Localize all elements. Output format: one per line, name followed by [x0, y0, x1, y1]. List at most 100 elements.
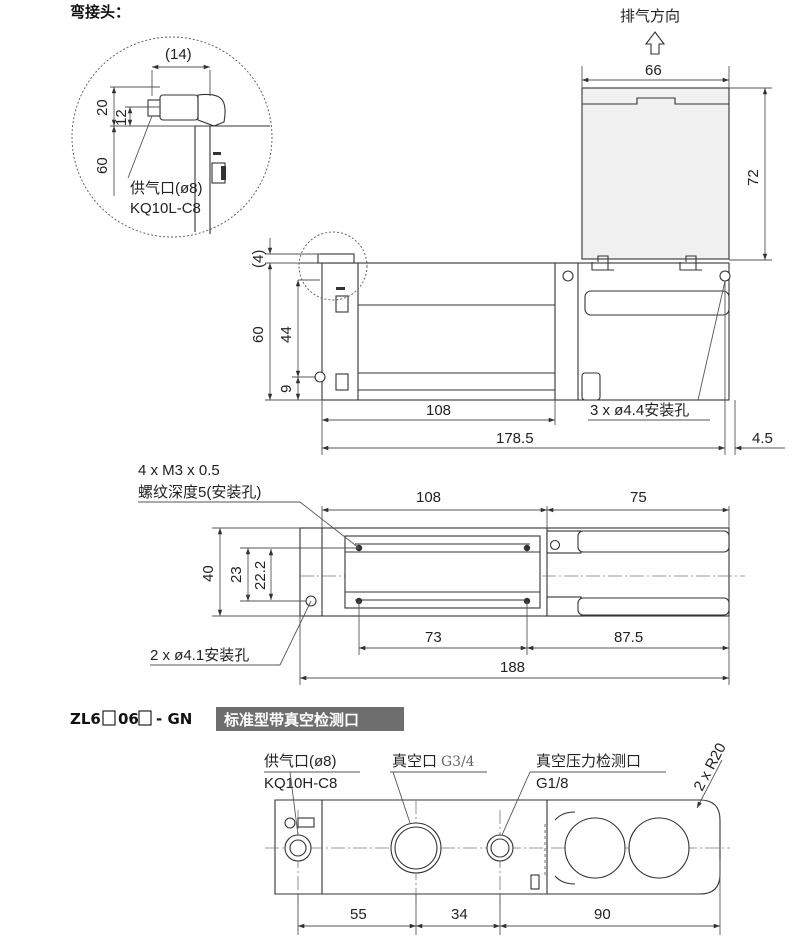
- sensor-port-code: G1/8: [536, 775, 569, 792]
- dim-188-label: 188: [500, 659, 525, 676]
- dim-108-label: 108: [426, 402, 451, 419]
- model-tag-badge: [216, 707, 404, 731]
- dim-73-label: 73: [425, 629, 442, 646]
- leader-line: [279, 600, 312, 666]
- thread-depth-label: 螺纹深度5(安装孔): [138, 484, 261, 501]
- dim-20-label: 20: [94, 99, 111, 116]
- front-supply-label: 供气口(ø8): [264, 753, 337, 770]
- vacuum-port-label: 真空口: [392, 752, 437, 770]
- dim-22-2-label: 22.2: [252, 561, 269, 590]
- thread-hole: [523, 544, 531, 552]
- dim-14-label: (14): [165, 46, 192, 63]
- vacuum-port-inner: [394, 826, 438, 870]
- top-pipe-2: [577, 597, 730, 616]
- model-code-box: [102, 710, 116, 726]
- leader-line: [127, 115, 153, 179]
- dim-178-5-label: 178.5: [496, 430, 534, 447]
- dim-12-label: 12: [113, 109, 130, 126]
- dim-90-label: 90: [594, 906, 611, 923]
- vacuum-port-code: G3/4: [441, 754, 475, 770]
- dim-66-label: 66: [645, 62, 662, 79]
- exhaust-outline-arcs: [554, 811, 576, 885]
- silencer-block: [581, 87, 730, 260]
- top-vacuum-plate: [344, 535, 541, 609]
- mount-hole: [562, 270, 574, 282]
- dim-40-label: 40: [200, 565, 217, 582]
- dim-72-label: 72: [745, 169, 762, 186]
- front-supply-code: KQ10H-C8: [264, 775, 337, 792]
- radius-leader: [696, 759, 723, 809]
- side-body-outline: [321, 262, 730, 401]
- model-code-prefix: ZL6: [70, 710, 101, 728]
- side-valve-icon: [335, 295, 349, 313]
- model-tag-text: 标准型带真空检测口: [223, 711, 359, 729]
- thread-spec-label: 4 x M3 x 0.5: [138, 462, 220, 479]
- dim-9-label: 9: [278, 385, 295, 393]
- dim-34-label: 34: [451, 906, 468, 923]
- detail-mark: [213, 152, 221, 155]
- front-mount-hole: [284, 817, 296, 829]
- side-clip-2: [679, 255, 702, 271]
- up-arrow-icon: [644, 31, 666, 55]
- dim-44-label: 44: [278, 326, 295, 343]
- fitting-code-label: KQ10L-C8: [130, 200, 201, 217]
- dim-4-5-label: 4.5: [752, 430, 773, 447]
- dim-60-label: 60: [94, 157, 111, 174]
- supply-port-label: 供气口(ø8): [130, 180, 203, 197]
- elbow-bend-shape: [197, 93, 226, 127]
- radius-label: 2 x R20: [691, 740, 730, 794]
- detail-ref-circle: [298, 231, 368, 301]
- dim-75-label: 75: [630, 489, 647, 506]
- leader-line: [289, 771, 299, 836]
- side-holes-label: 3 x ø4.4安装孔: [590, 402, 689, 419]
- dim-108-top-label: 108: [416, 489, 441, 506]
- dim-23-label: 23: [228, 566, 245, 583]
- front-small-valve: [297, 817, 315, 828]
- front-small-block: [530, 874, 540, 890]
- tube-stub: [147, 99, 161, 117]
- side-tube-lines: [358, 304, 555, 391]
- elbow-fitting-title: 弯接头：: [70, 3, 130, 21]
- dim-60-label: 60: [250, 326, 267, 343]
- side-silencer-pipe: [584, 290, 730, 316]
- dim-55-label: 55: [350, 906, 367, 923]
- leader-line: [501, 771, 531, 836]
- model-header: ZL6 06 - GN 标准型带真空检测口: [70, 707, 404, 731]
- side-mark: [336, 287, 345, 290]
- mount-hole: [314, 371, 326, 383]
- top-mount-hole: [549, 539, 561, 551]
- sensor-port-label: 真空压力检测口: [536, 752, 641, 770]
- top-plate-lines: [345, 543, 540, 601]
- side-fitting: [317, 253, 355, 264]
- leader-line: [392, 771, 411, 824]
- dim-87-5-label: 87.5: [614, 629, 643, 646]
- detail-body-outline: [194, 125, 270, 234]
- top-pipe-1: [577, 530, 730, 553]
- top-view: 4 x M3 x 0.5 螺纹深度5(安装孔) 108 75 40 23 22.…: [138, 462, 745, 685]
- top-holes-label: 2 x ø4.1安装孔: [150, 647, 249, 664]
- side-small-block: [581, 372, 601, 401]
- detail-valve-pin: [221, 166, 226, 180]
- front-view: 供气口(ø8) KQ10H-C8 真空口 G3/4 真空压力检测口 G1/8 2…: [264, 740, 730, 935]
- dim-4-label: (4): [250, 250, 267, 268]
- leader-line: [697, 280, 726, 401]
- detail-circle: [71, 36, 273, 238]
- side-view: 66 72 (4) 60 44: [250, 62, 785, 455]
- exhaust-direction-label: 排气方向: [620, 8, 680, 25]
- silencer-top-line: [582, 97, 729, 105]
- model-code-box-2: [138, 710, 152, 726]
- supply-port-inner: [289, 839, 307, 857]
- model-code-suffix: - GN: [156, 710, 192, 728]
- elbow-detail-view: (14) 20 12 60 供气口(ø8) KQ10L-C8: [71, 36, 273, 238]
- exhaust-opening-2: [628, 817, 690, 879]
- top-right-block-2: [546, 596, 582, 617]
- mount-hole: [719, 270, 731, 282]
- exhaust-opening-1: [564, 817, 626, 879]
- leader-line: [299, 501, 360, 549]
- side-clip-1: [591, 255, 614, 271]
- side-valve-icon-2: [335, 373, 349, 391]
- sensor-port-inner: [490, 838, 510, 858]
- model-code-mid: 06: [118, 710, 139, 728]
